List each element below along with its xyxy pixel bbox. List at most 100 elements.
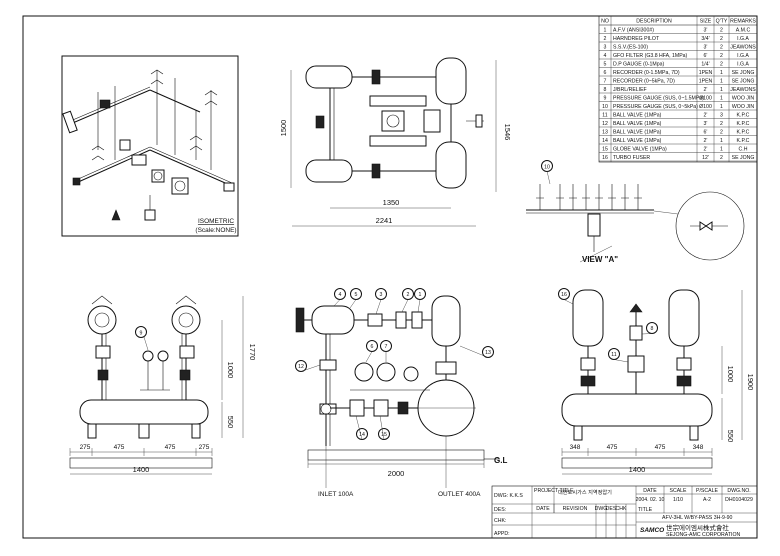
table-cell-qty: 2 — [720, 121, 723, 127]
table-cell-size: 6' — [704, 53, 708, 59]
tb-company-kr: 世宗에이엠씨株式會社 — [666, 523, 729, 532]
table-cell-no: 16 — [602, 155, 608, 161]
balloon-label: 4 — [339, 292, 342, 298]
balloon-label: 2 — [407, 292, 410, 298]
tb-rev-chk-header: CHK — [616, 506, 627, 512]
table-cell-remarks: A.M.C — [736, 27, 751, 33]
balloon-label: 15 — [381, 432, 387, 438]
right-dim-1900: 1900 — [746, 374, 755, 391]
table-cell-remarks: C.H — [739, 146, 748, 152]
balloon-label: 12 — [298, 364, 304, 370]
tb-title-label: TITLE — [638, 507, 653, 513]
table-cell-remarks: I.G.A — [737, 61, 749, 67]
col-size-header: SIZE — [700, 19, 712, 25]
tb-project-value: 대한도시가스 지역정압기 — [558, 488, 612, 496]
table-cell-size: 3' — [704, 121, 708, 127]
right-dim-total: 1400 — [629, 465, 646, 474]
table-cell-no: 7 — [604, 78, 607, 84]
table-cell-remarks: I.G.A — [737, 36, 749, 42]
tb-project-label: PROJECT TITLE — [534, 488, 574, 494]
isometric-view: ISOMETRIC (Scale:NONE) — [61, 55, 239, 237]
balloon-5: 5 — [349, 288, 362, 309]
plan-dim-1350: 1350 — [383, 198, 400, 207]
table-cell-qty: 1 — [720, 138, 723, 144]
table-cell-no: 9 — [604, 95, 607, 101]
table-cell-qty: 1 — [720, 104, 723, 110]
right-dim-bottom-2: 475 — [655, 444, 666, 451]
balloon-label: 11 — [611, 352, 616, 358]
table-cell-size: 1/4' — [701, 61, 709, 67]
tb-scale-value: 1/10 — [673, 497, 683, 503]
table-cell-description: BALL VALVE (1MPa) — [613, 112, 662, 118]
front-dim-bottom-0: 275 — [80, 444, 91, 451]
tb-rev-revision-header: REVISION — [563, 506, 588, 512]
table-cell-size: 2' — [704, 112, 708, 118]
table-cell-size: 3' — [704, 44, 708, 50]
table-cell-description: HARNDREG PILOT — [613, 36, 660, 42]
table-cell-qty: 1 — [720, 78, 723, 84]
table-cell-description: RECORDER (0-1.5MPa, 7D) — [613, 70, 680, 76]
table-cell-size: 2' — [704, 138, 708, 144]
isometric-frame — [61, 55, 239, 237]
table-cell-remarks: SE JONG — [732, 78, 755, 84]
table-cell-description: D.P GAUGE (0-1Mpa) — [613, 61, 664, 67]
table-cell-description: TURBO FUSER — [613, 155, 650, 161]
balloon-16: 16 — [558, 288, 574, 305]
table-cell-no: 5 — [604, 61, 607, 67]
table-cell-no: 6 — [604, 70, 607, 76]
table-cell-size: Ø100 — [699, 95, 712, 101]
table-cell-no: 3 — [604, 44, 607, 50]
front-dim-bottom-1: 475 — [114, 444, 125, 451]
table-cell-size: 2' — [704, 87, 708, 93]
table-cell-size: 12' — [702, 155, 709, 161]
table-cell-size: 6' — [704, 129, 708, 135]
right-dim-bottom-3: 348 — [693, 444, 704, 451]
balloon-label: 16 — [561, 292, 567, 298]
col-description-header: DESCRIPTION — [636, 19, 672, 25]
table-cell-description: A.F.V (ANSI300#) — [613, 27, 654, 33]
table-cell-qty: 2 — [720, 27, 723, 33]
balloon-12: 12 — [295, 360, 321, 372]
table-cell-qty: 1 — [720, 70, 723, 76]
plan-dim-1546: 1546 — [503, 124, 512, 141]
col-qty-header: Q'TY — [716, 19, 728, 25]
tb-psize-label: P/SCALE — [696, 488, 718, 494]
balloon-4: 4 — [333, 288, 346, 307]
table-cell-qty: 1 — [720, 95, 723, 101]
view-a-label: VIEW "A" — [582, 255, 618, 264]
detail-circle — [675, 191, 745, 261]
table-cell-remarks: K.P.C — [737, 121, 750, 127]
table-cell-remarks: JEAWONS — [730, 44, 756, 50]
front-dim-1770: 1770 — [248, 344, 257, 361]
balloon-15: 15 — [378, 415, 390, 440]
table-cell-remarks: K.P.C — [737, 138, 750, 144]
company-logo: SAMCO — [640, 527, 664, 534]
balloon-3: 3 — [375, 288, 387, 315]
balloon-8: 8 — [641, 322, 658, 335]
table-cell-no: 8 — [604, 87, 607, 93]
table-cell-remarks: JEAWONS — [730, 87, 756, 93]
outlet-label: OUTLET 400A — [438, 491, 481, 498]
right-dim-550: 550 — [726, 430, 735, 443]
balloon-label: 8 — [651, 326, 654, 332]
table-cell-size: 1PEN — [699, 70, 713, 76]
col-remarks-header: REMARKS — [730, 19, 756, 25]
table-cell-qty: 2 — [720, 61, 723, 67]
tb-dwgno-label: DWG.NO. — [727, 488, 750, 494]
table-cell-remarks: K.P.C — [737, 112, 750, 118]
tb-psize-value: A-2 — [703, 497, 711, 503]
right-dim-bottom-1: 475 — [607, 444, 618, 451]
table-cell-remarks: SE JONG — [732, 155, 755, 161]
balloon-label: 13 — [485, 350, 491, 356]
